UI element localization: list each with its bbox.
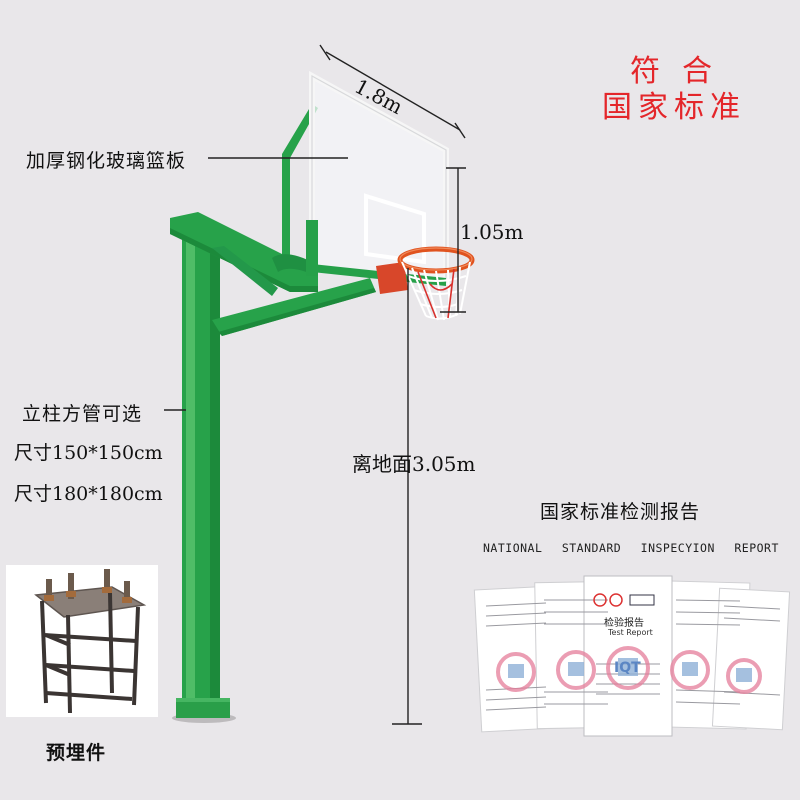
net: [401, 261, 471, 321]
backboard-mount: [282, 104, 318, 272]
rim-height-dimension: 离地面3.05m: [352, 452, 476, 476]
standard-badge-line-1: 符合: [630, 54, 734, 89]
dimension-lines: [164, 44, 466, 725]
report-documents: [473, 575, 791, 737]
width-dim-tick-right: [454, 122, 466, 139]
report-subtitle-word: STANDARD: [561, 541, 622, 555]
rebar-cage-illustration: [34, 569, 147, 714]
upper-arm: [170, 212, 318, 292]
pole-size-180-label: 尺寸180*180cm: [14, 483, 163, 505]
pole-highlight: [186, 236, 195, 714]
report-subtitle-word: REPORT: [734, 541, 779, 555]
backboard-label: 加厚钢化玻璃篮板: [26, 150, 187, 172]
pole-size-150-label: 尺寸150*150cm: [14, 442, 163, 464]
pole-base-plate-top: [176, 698, 230, 702]
width-dim-tick-left: [319, 44, 331, 61]
report-subtitle: NATIONAL STANDARD INSPECYION REPORT: [483, 541, 779, 555]
embedded-part-photo: [6, 565, 158, 717]
pole-option-label: 立柱方管可选: [22, 403, 143, 425]
pole-base-plate: [176, 698, 230, 718]
report-subtitle-word: INSPECYION: [640, 541, 715, 555]
arm-brace: [212, 246, 278, 296]
backboard-frame-left: [306, 220, 318, 276]
rim-bracket: [376, 262, 408, 294]
backboard-target-square: [364, 193, 426, 265]
report-title: 国家标准检测报告: [540, 501, 701, 523]
standard-badge-line-2: 国家标准: [602, 90, 746, 125]
net-red-strands: [417, 268, 455, 319]
pole-shade: [210, 236, 220, 714]
report-subtitle-word: NATIONAL: [483, 541, 543, 555]
width-dim-line: [325, 51, 461, 131]
lower-arm: [212, 278, 376, 336]
report-doc-title-en: Test Report: [608, 628, 653, 637]
backboard-height-dimension: 1.05m: [460, 220, 524, 244]
lower-arm-shade: [218, 288, 376, 336]
report-doc-title-cn: 检验报告: [604, 618, 644, 629]
rim-highlight: [399, 247, 473, 271]
report-stamp-text: IQT: [614, 660, 641, 676]
embedded-part-label: 预埋件: [46, 742, 107, 764]
mount-loop: [272, 254, 316, 276]
